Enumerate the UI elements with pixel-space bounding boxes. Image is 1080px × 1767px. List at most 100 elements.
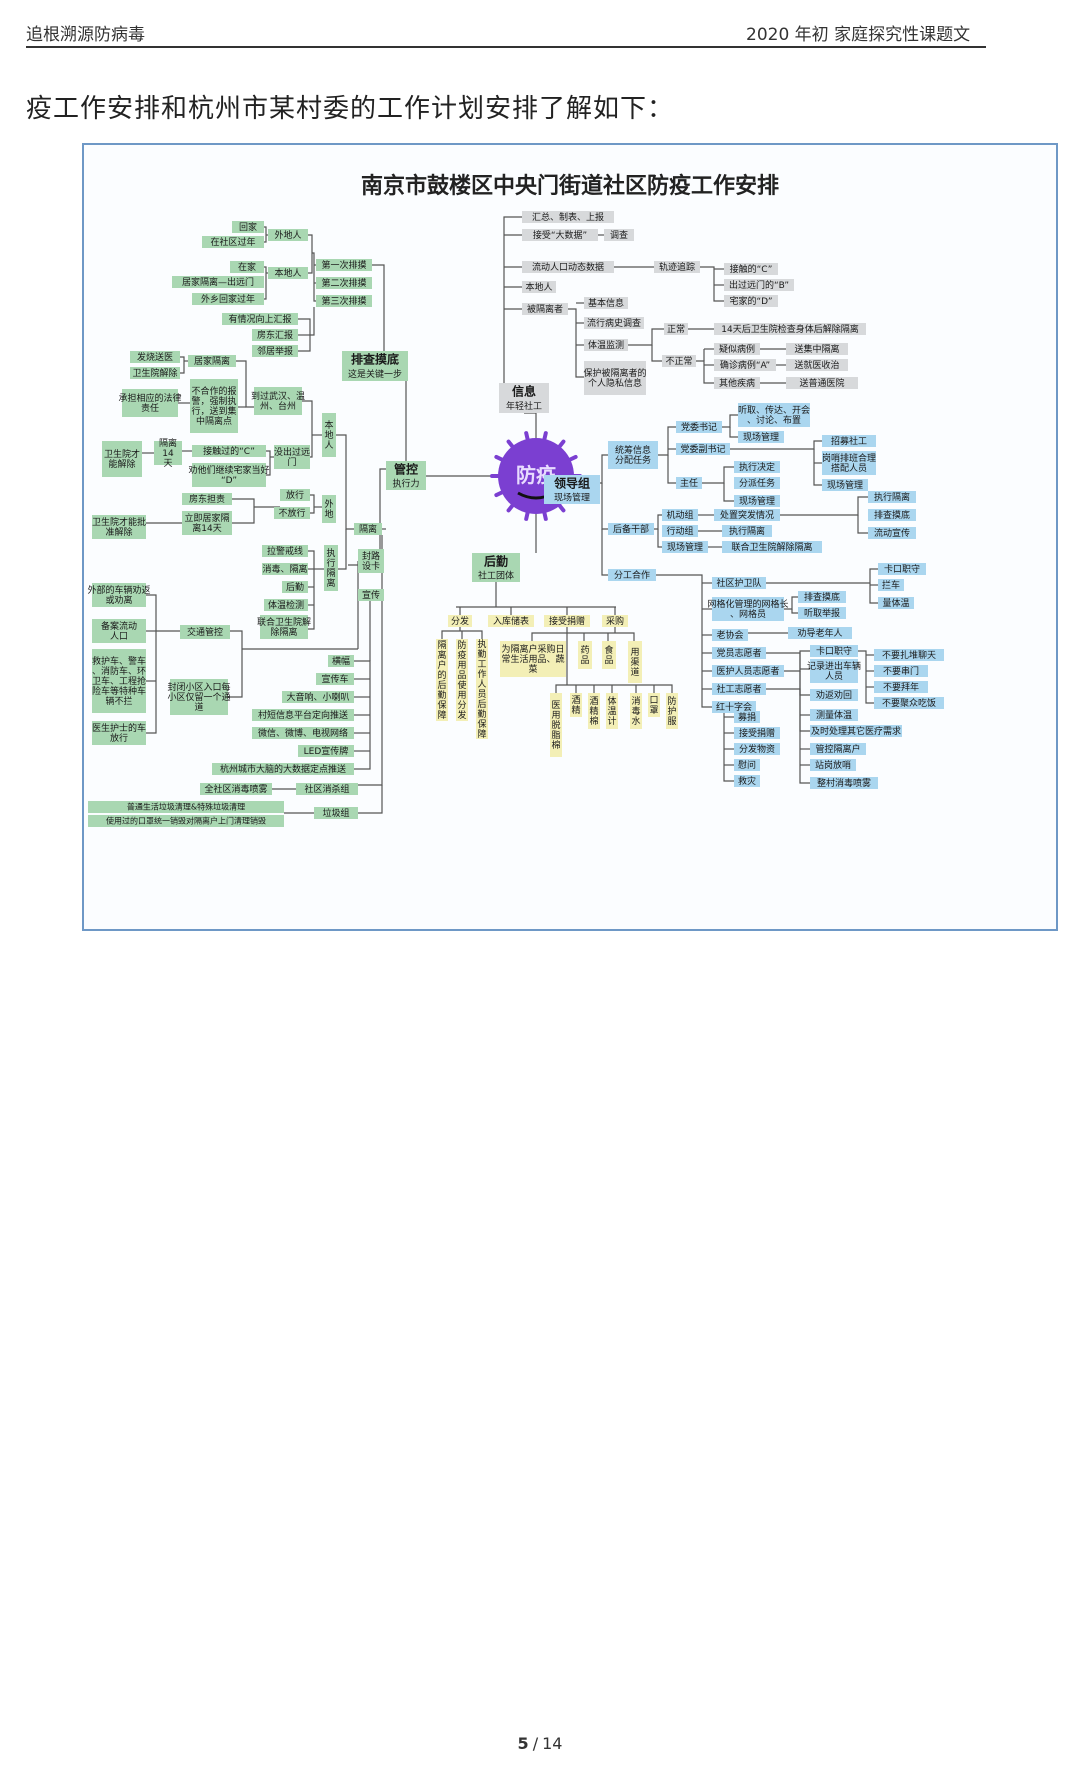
connector-line [813, 449, 822, 486]
node-bg [170, 679, 228, 715]
node-label: 慰问 [738, 759, 756, 771]
node-label: 医生护士的车放行 [92, 722, 146, 744]
node-guankong-garbage_desc1: 普通生活垃圾清理&特殊垃圾清理 [88, 801, 284, 813]
node-bg [252, 345, 298, 357]
node-bg [712, 577, 766, 589]
node-bg [734, 477, 780, 489]
node-houqin-v2: 防疫用品使用分发 [456, 639, 468, 721]
node-bg [810, 645, 858, 657]
connector-line [869, 583, 878, 604]
node-guankong-noncoop: 不合作的报警，强制执行，送到集中隔离点 [190, 379, 238, 433]
node-label: 防疫用品使用分发 [457, 639, 466, 721]
node-paicha-r2: 第二次排摸 [316, 277, 372, 289]
page-header-left: 追根溯源防病毒 [26, 25, 145, 45]
node-hubs-lingdao_sub: 现场管理 [544, 491, 600, 504]
node-label: 后勤 [286, 581, 304, 593]
node-bg [654, 261, 700, 273]
node-lingdao-distribute: 分发物资 [734, 743, 780, 755]
node-hubs-xinxi_sub: 年轻社工 [499, 399, 549, 413]
node-label: 网格化管理的网格长、网格员 [707, 598, 788, 620]
node-bg [522, 211, 614, 223]
node-lingdao-site2: 现场管理 [822, 479, 868, 491]
node-lingdao-relief: 救灾 [734, 775, 760, 787]
node-bg [722, 541, 822, 553]
node-bg [786, 377, 858, 389]
node-label: 流动宣传 [874, 527, 910, 539]
node-bg [878, 597, 914, 609]
node-bg [712, 597, 784, 621]
node-guankong-led: LED宣传牌 [298, 745, 354, 757]
node-bg [88, 815, 284, 827]
node-xinxi-toCentral: 送集中隔离 [786, 343, 848, 355]
node-bg [712, 647, 766, 659]
node-label: 管控隔离户 [815, 743, 860, 755]
node-bg [874, 681, 928, 693]
node-bg [544, 491, 600, 504]
node-label: 在家 [238, 261, 256, 273]
node-lingdao-medical: 医护人员志愿者 [712, 665, 784, 677]
node-label: 隔离 [359, 523, 377, 535]
node-bg [280, 489, 310, 501]
node-label: 接受捐赠 [739, 727, 775, 739]
node-houqin-buy: 采购 [602, 615, 628, 627]
node-label: 宣传车 [321, 673, 348, 685]
node-lingdao-grid: 网格化管理的网格长、网格员 [707, 597, 789, 621]
node-bg [102, 441, 142, 477]
node-lingdao-check2: 排查摸底 [798, 591, 846, 603]
node-bg [202, 236, 264, 248]
node-label: 后勤 [484, 554, 508, 569]
node-guankong-exec_tag: 执行隔离 [324, 545, 338, 591]
node-lingdao-action: 行动组 [662, 525, 698, 537]
node-bg [810, 659, 858, 683]
node-xinxi-survey: 调查 [604, 229, 634, 241]
node-lingdao-donate: 募捐 [734, 711, 760, 723]
node-label: 杭州城市大脑的大数据定点推送 [220, 763, 346, 775]
node-bg [666, 693, 678, 729]
node-bg [734, 495, 780, 507]
node-bg [252, 329, 298, 341]
node-bg [499, 399, 549, 413]
node-label: 普通生活垃圾清理&特殊垃圾清理 [127, 802, 245, 812]
node-guankong-logistics: 后勤 [282, 581, 308, 593]
node-houqin-channel: 用渠道 [628, 641, 642, 683]
node-bg [676, 443, 730, 455]
node-bg [264, 599, 308, 611]
node-label: 第二次排摸 [321, 277, 366, 289]
connector-line [730, 440, 822, 450]
node-label: 宣传 [362, 589, 380, 601]
node-bg [92, 515, 146, 539]
node-label: 主任 [680, 477, 698, 489]
node-label: 第三次排摸 [321, 295, 366, 307]
node-guankong-isolate_tag: 隔离 [354, 523, 382, 535]
page-header-right: 2020 年初 家庭探究性课题文 [746, 25, 971, 45]
node-label: 送普通医院 [799, 377, 844, 389]
node-label: 不放行 [278, 507, 305, 519]
connector-line [302, 400, 313, 458]
node-bg [354, 523, 382, 535]
node-bg [282, 691, 354, 703]
node-label: 不合作的报警，强制执行，送到集中隔离点 [191, 385, 236, 427]
node-bg [472, 553, 520, 569]
node-houqin-mask: 口罩 [648, 693, 660, 717]
node-label: 党员志愿者 [716, 647, 761, 659]
node-guankong-seal: 封路设卡 [358, 549, 384, 573]
node-bg [664, 323, 688, 335]
node-label: 体温监测 [588, 339, 624, 351]
node-label: 全社区消毒喷雾 [204, 783, 267, 795]
node-label: 劝返劝回 [816, 689, 852, 701]
node-guankong-release: 卫生院解除 [130, 367, 180, 379]
node-label: 劝他们继续宅家当好“D” [188, 464, 269, 486]
node-lingdao-report: 听取举报 [798, 607, 846, 619]
node-lingdao-receive: 接受捐赠 [734, 727, 780, 739]
connector-line [531, 632, 635, 641]
node-bg [212, 763, 354, 775]
node-lingdao-recruit: 招募社工 [822, 435, 876, 447]
connector-line [568, 308, 584, 378]
node-bg [588, 693, 600, 729]
node-paicha-c1: 有情况向上汇报 [222, 313, 298, 325]
node-label: 发烧送医 [137, 351, 173, 363]
node-label: 本地人 [324, 419, 333, 451]
node-label: 回家 [239, 221, 257, 233]
node-label: 管控 [394, 462, 418, 477]
node-label: 卫生院才能批准解除 [92, 516, 146, 538]
